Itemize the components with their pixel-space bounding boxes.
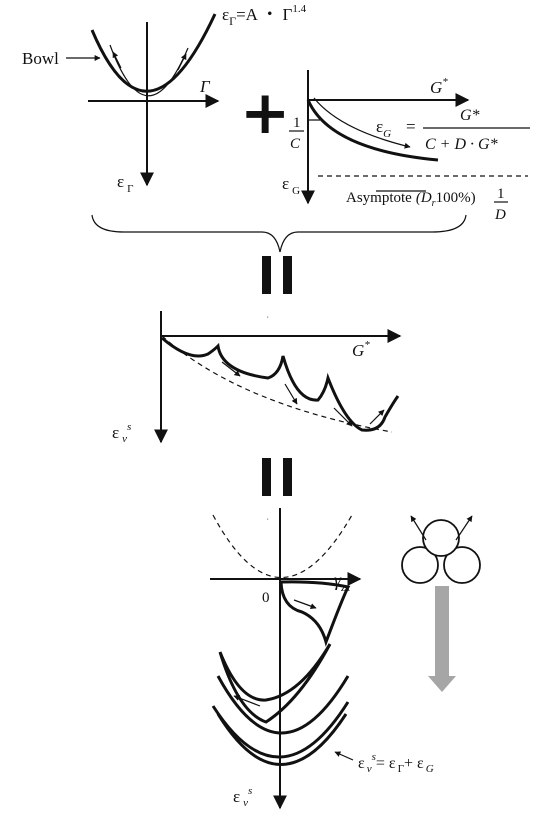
cyclic-x-axis-label: γzx	[334, 570, 350, 594]
combined-arrow-1	[221, 361, 241, 377]
cyclic-loop-2	[218, 643, 332, 724]
cyclic-bowl-3	[216, 713, 348, 766]
g-curve-arrow	[313, 97, 411, 149]
slope-numerator: 1	[293, 115, 301, 131]
combined-arrow-4	[369, 409, 385, 425]
gamma-formula: εΓ=A ・ Γ1.4	[222, 3, 307, 28]
eps-g-equals: =	[406, 117, 416, 136]
bowl-curve	[90, 13, 217, 93]
asymptote-label: Asymptote(Dr100%)	[346, 190, 476, 209]
particle-bottom-left	[401, 546, 439, 584]
slope-denominator: C	[290, 136, 301, 152]
slope-triangle	[307, 108, 320, 121]
grouping-brace	[91, 214, 467, 253]
combined-arrow-2	[284, 383, 298, 405]
cyclic-origin-label: 0	[262, 590, 270, 606]
combined-arrow-3	[333, 407, 353, 427]
g-x-axis-label: G*	[430, 76, 448, 97]
cyclic-reference-bowl	[212, 514, 353, 579]
combined-sawtooth	[161, 336, 400, 432]
asymptote-fraction-denominator: D	[494, 207, 506, 223]
sum-pointer	[334, 751, 354, 761]
plus-sign: +	[240, 78, 290, 148]
bowl-arrow-right	[177, 53, 187, 71]
combined-x-axis-label: G*	[352, 339, 370, 360]
equals-1-bar-right	[283, 256, 292, 294]
equals-sign-1	[262, 256, 292, 294]
cyclic-loop-1	[279, 580, 351, 647]
cyclic-loop-1-arrow	[293, 599, 317, 609]
gamma-x-axis-label: Γ	[199, 77, 211, 96]
bowl-label: Bowl	[22, 49, 59, 68]
g-curve	[306, 99, 439, 162]
settlement-arrow-head	[428, 676, 456, 692]
particle-arrow-right	[455, 515, 473, 541]
particle-sketch	[401, 515, 481, 692]
settlement-arrow-shaft	[435, 586, 449, 678]
eps-g-symbol: εG	[376, 117, 391, 140]
equals-1-text: II	[267, 317, 269, 319]
bowl-arrow-left	[112, 51, 122, 69]
eps-g-denominator: C + D · G*	[425, 136, 498, 153]
equals-2-bar-left	[262, 458, 271, 496]
particle-top	[422, 519, 460, 557]
equals-sign-2	[262, 458, 292, 496]
cyclic-bowl-1	[216, 675, 350, 735]
particle-bottom-right	[443, 546, 481, 584]
equals-2-bar-right	[283, 458, 292, 496]
equals-1-bar-left	[262, 256, 271, 294]
asymptote-fraction-numerator: 1	[497, 186, 505, 202]
equals-2-text: II	[267, 519, 269, 521]
bowl-inner-path	[109, 44, 189, 97]
cyclic-loop-2-arrow	[233, 695, 261, 707]
eps-g-numerator: G*	[460, 107, 480, 124]
cyclic-bowl-2	[211, 701, 350, 759]
particle-arrow-left	[410, 515, 427, 541]
